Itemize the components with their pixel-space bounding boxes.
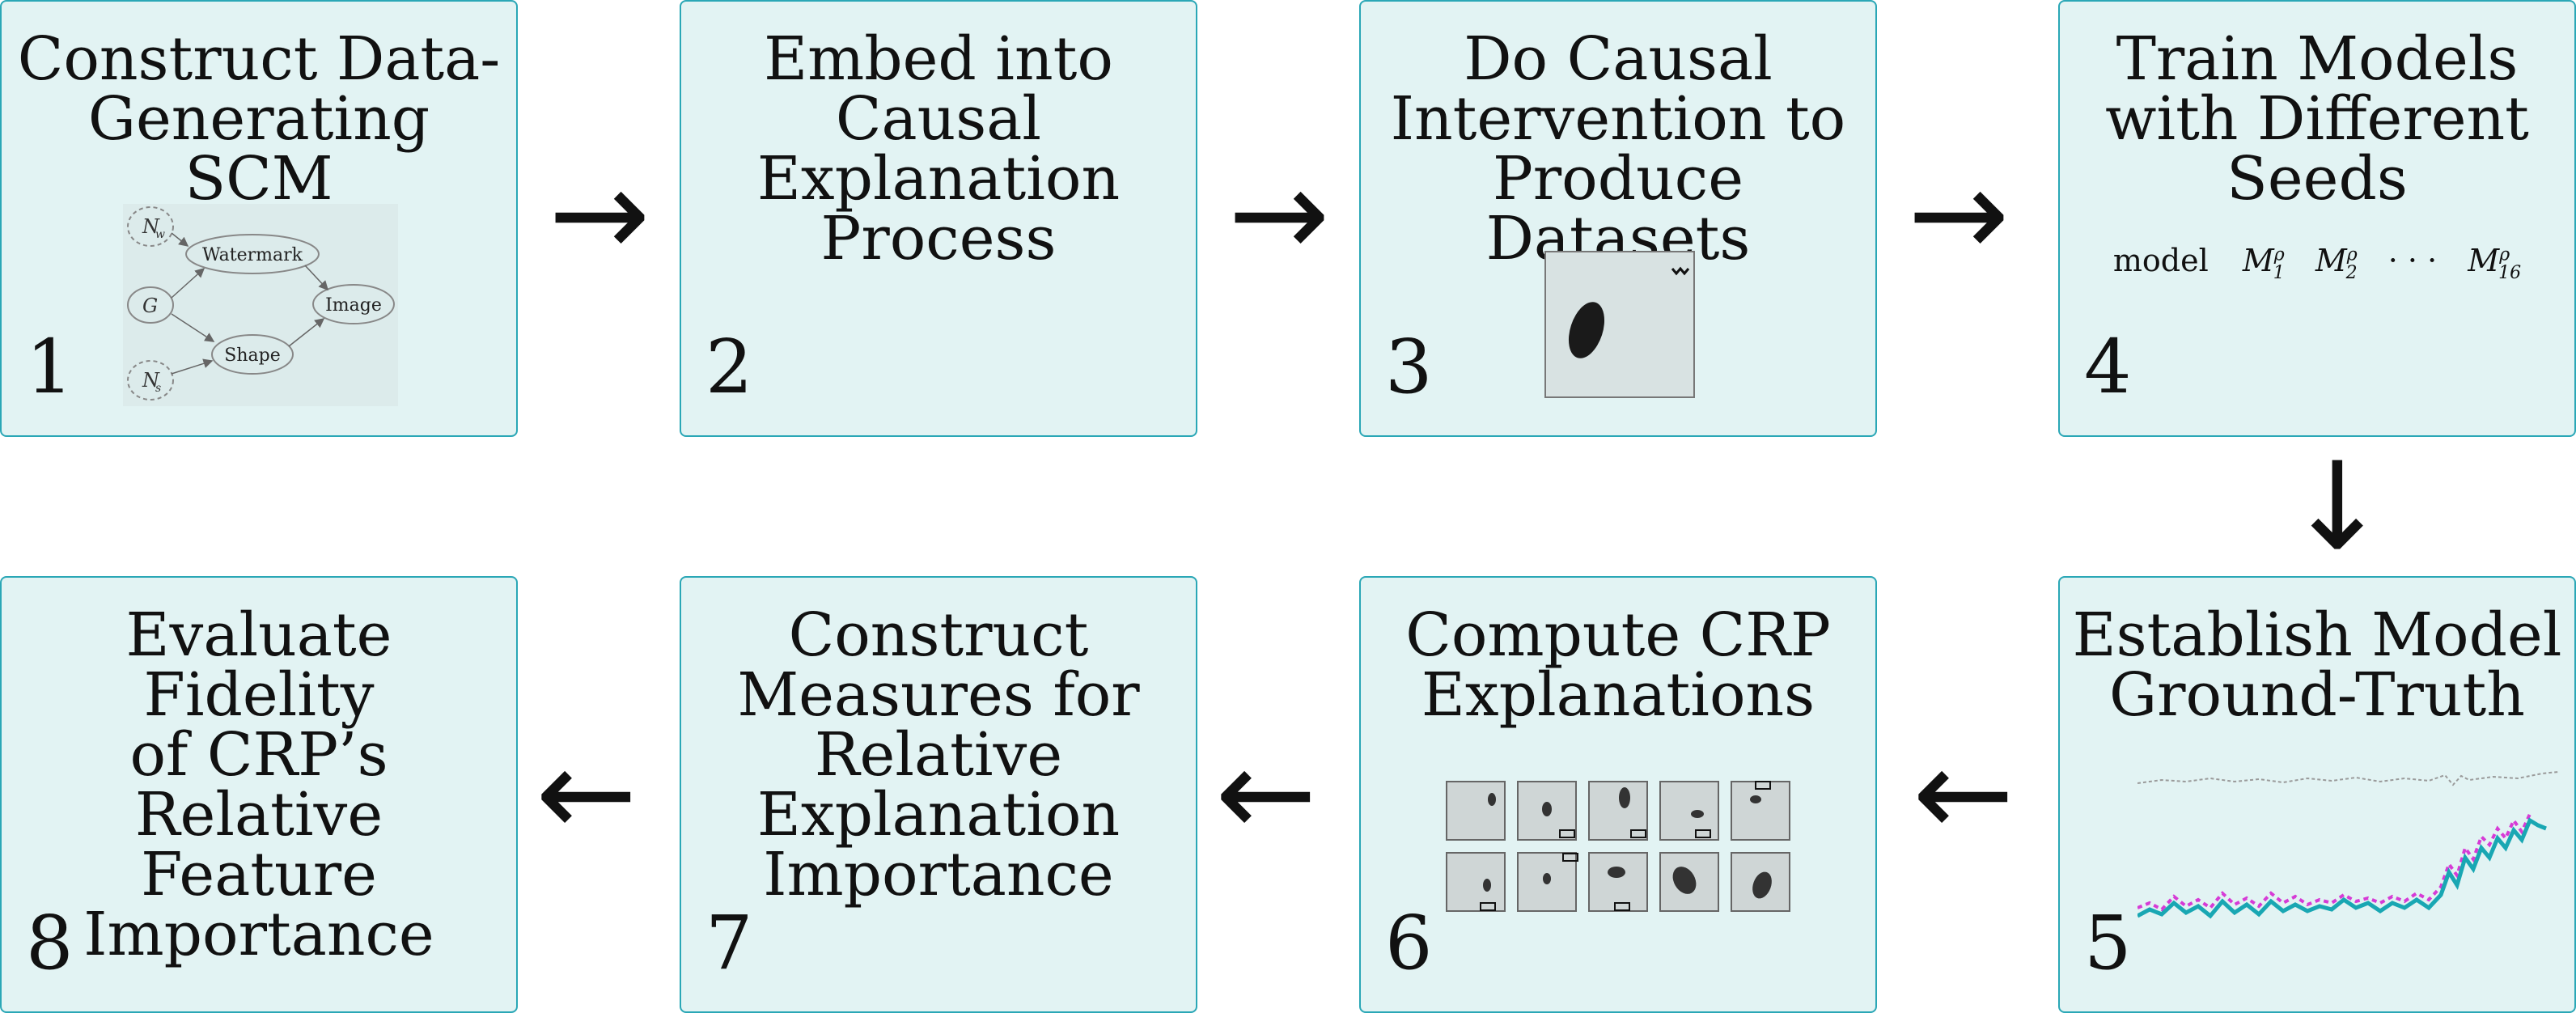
arrow-right-2: → — [1228, 144, 1330, 285]
arrow-right-1: → — [549, 144, 650, 285]
step-number: 7 — [705, 900, 753, 986]
step-1-box: Construct Data- Generating SCM N w G N s… — [0, 0, 518, 437]
model-label: model — [2112, 243, 2209, 278]
step-number: 2 — [705, 324, 753, 410]
step-title: Evaluate Fidelity of CRP’s Relative Feat… — [83, 600, 434, 969]
ground-truth-plot — [2137, 771, 2558, 919]
model-dots: · · · — [2387, 243, 2438, 278]
model-m2: Mρ2 — [2315, 243, 2358, 283]
node-watermark — [185, 234, 320, 274]
step-title: Embed into Causal Explanation Process — [756, 24, 1121, 273]
svg-text:Watermark: Watermark — [202, 245, 303, 265]
step-3-box: Do Causal Intervention to Produce Datase… — [1359, 0, 1877, 437]
crp-explanation-grid — [1446, 781, 1790, 912]
svg-text:N: N — [142, 215, 160, 238]
model-list: model Mρ1 Mρ2 · · · Mρ16 — [2060, 243, 2574, 283]
step-number: 1 — [26, 324, 74, 410]
sample-image — [1544, 251, 1695, 398]
svg-text:N: N — [142, 369, 160, 392]
step-number: 4 — [2084, 324, 2132, 410]
svg-text:Shape: Shape — [224, 345, 280, 366]
svg-text:G: G — [142, 295, 158, 317]
arrow-right-3: → — [1908, 144, 2010, 285]
node-nw — [127, 206, 174, 247]
step-title: Construct Data- Generating SCM — [17, 24, 501, 214]
step-4-box: Train Models with Different Seeds model … — [2058, 0, 2576, 437]
svg-text:w: w — [155, 228, 165, 241]
step-number: 8 — [26, 900, 74, 986]
scm-graph: N w G N s Watermark Shape Image — [123, 204, 398, 406]
step-title: Train Models with Different Seeds — [2105, 24, 2529, 214]
node-g — [127, 286, 174, 324]
step-title: Do Causal Intervention to Produce Datase… — [1390, 24, 1846, 273]
step-6-box: Compute CRP Explanations 6 — [1359, 576, 1877, 1013]
step-title: Compute CRP Explanations — [1405, 600, 1831, 730]
step-5-box: Establish Model Ground-Truth 5 — [2058, 576, 2576, 1013]
arrow-left-2: ← — [1215, 723, 1317, 864]
svg-text:Image: Image — [325, 295, 382, 316]
step-number: 6 — [1385, 900, 1433, 986]
step-number: 5 — [2084, 900, 2132, 986]
arrow-left-1: ← — [1913, 723, 2015, 864]
step-8-box: Evaluate Fidelity of CRP’s Relative Feat… — [0, 576, 518, 1013]
node-shape — [211, 334, 294, 375]
node-image — [312, 284, 395, 324]
arrow-down: ↓ — [2286, 437, 2388, 578]
step-7-box: Construct Measures for Relative Explanat… — [680, 576, 1197, 1013]
model-m1: Mρ1 — [2242, 243, 2285, 283]
arrow-left-3: ← — [536, 723, 638, 864]
step-2-box: Embed into Causal Explanation Process 2 — [680, 0, 1197, 437]
model-m16: Mρ16 — [2468, 243, 2522, 283]
step-title: Construct Measures for Relative Explanat… — [737, 600, 1140, 909]
step-title: Establish Model Ground-Truth — [2072, 600, 2562, 730]
node-ns — [127, 360, 174, 401]
svg-text:s: s — [155, 382, 161, 395]
step-number: 3 — [1385, 324, 1433, 410]
